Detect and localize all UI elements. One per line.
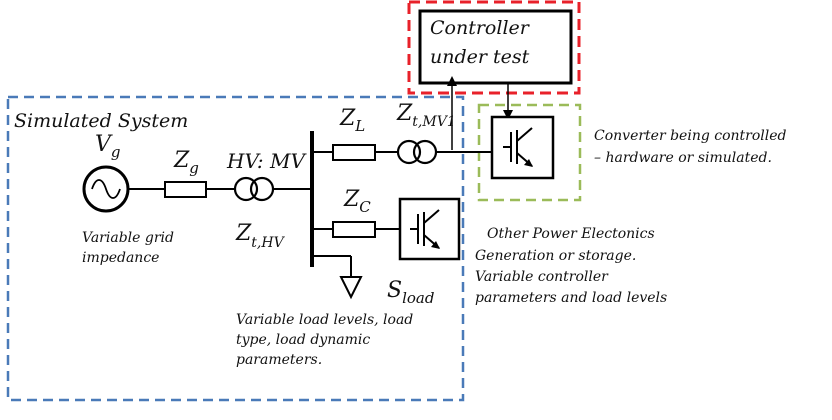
- converter-caption-line2: – hardware or simulated.: [594, 150, 772, 166]
- control-signal-arrow: [503, 84, 513, 120]
- transformer-icon: [396, 139, 438, 165]
- other-pe-title: Other Power Electonics: [487, 226, 655, 242]
- ac-source-icon: [82, 165, 130, 213]
- transformer-icon: [233, 176, 275, 202]
- cap-impedance-icon: [332, 221, 376, 238]
- controller-box: [418, 9, 573, 85]
- load-caption-line1: Variable load levels, load: [236, 312, 413, 328]
- controller-frame: [407, 0, 581, 95]
- other-pe-line3: parameters and load levels: [475, 290, 667, 306]
- simulated-system-label: Simulated System: [14, 110, 188, 132]
- controller-label-line2: under test: [430, 46, 530, 68]
- controller-label-line1: Controller: [430, 17, 531, 39]
- line-impedance-label: ZL: [339, 106, 365, 135]
- converter-caption-line1: Converter being controlled: [594, 128, 787, 144]
- load-label: Sload: [387, 278, 434, 307]
- igbt-converter-icon: [398, 197, 461, 261]
- simulated-system-frame: [6, 95, 465, 402]
- load-arrow-icon: [312, 255, 363, 300]
- igbt-converter-icon: [490, 115, 555, 180]
- source-caption-line1: Variable grid: [82, 230, 174, 246]
- load-caption-line3: parameters.: [236, 352, 322, 368]
- transformer-hv-ratio-label: HV: MV: [226, 149, 307, 173]
- feedback-arrow: [447, 76, 457, 150]
- transformer-hv-impedance-label: Zt,HV: [235, 221, 286, 251]
- grid-impedance-icon: [164, 181, 207, 198]
- other-pe-line1: Generation or storage.: [475, 248, 636, 264]
- other-pe-line2: Variable controller: [475, 269, 609, 285]
- source-caption-line2: impedance: [82, 250, 159, 266]
- source-voltage-label: Vg: [95, 132, 121, 161]
- load-caption-line2: type, load dynamic: [236, 332, 370, 348]
- grid-impedance-label: Zg: [173, 148, 199, 177]
- cap-impedance-label: ZC: [343, 187, 371, 216]
- transformer-mv-impedance-label: Zt,MV1: [396, 101, 456, 130]
- line-impedance-icon: [332, 144, 376, 161]
